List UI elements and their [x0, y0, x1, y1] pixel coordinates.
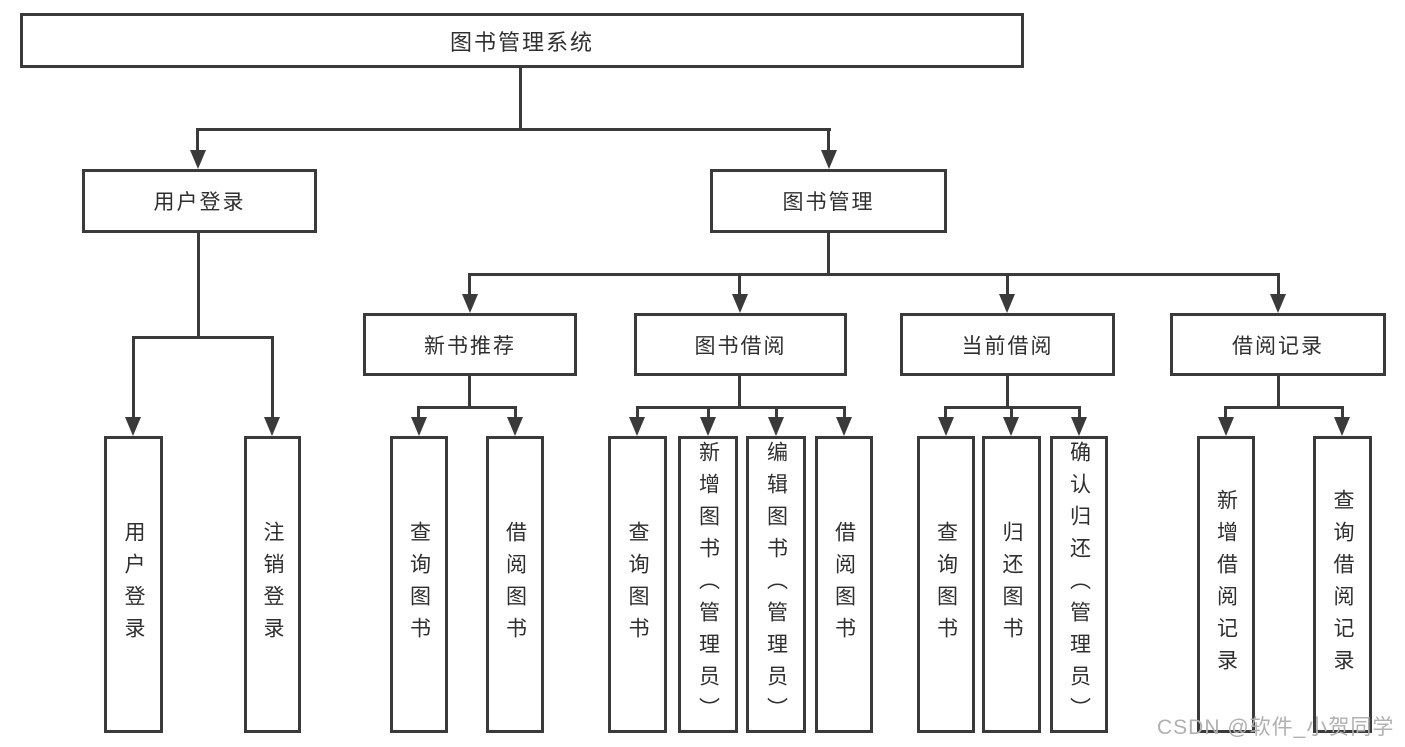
connector-line — [1341, 406, 1344, 420]
arrowhead — [732, 294, 748, 313]
connector-line — [1006, 273, 1009, 298]
leaf-add-borrow-record: 新增借阅记录 — [1197, 436, 1255, 733]
connector-line — [827, 128, 830, 154]
connector-line — [707, 406, 710, 420]
arrowhead — [264, 417, 280, 436]
connector-line — [417, 406, 420, 420]
node-label: 用户登录 — [122, 520, 145, 649]
leaf-add-book-admin: 新增图书（管理员） — [678, 436, 738, 733]
connector-line — [843, 406, 846, 420]
connector-line — [1224, 406, 1343, 409]
connector-line — [197, 233, 200, 339]
arrowhead — [938, 417, 954, 436]
node-label: 查询图书 — [626, 520, 649, 649]
node-label: 归还图书 — [1000, 520, 1023, 649]
connector-line — [944, 406, 947, 420]
leaf-query-books-recommend: 查询图书 — [390, 436, 448, 733]
csdn-watermark: CSDN @软件_小贺同学 — [1157, 716, 1395, 739]
node-label: 图书借阅 — [694, 334, 787, 358]
arrowhead — [836, 417, 852, 436]
connector-line — [636, 406, 846, 409]
node-borrow-records: 借阅记录 — [1170, 313, 1386, 376]
arrowhead — [411, 417, 427, 436]
node-new-book-recommend: 新书推荐 — [363, 313, 577, 376]
leaf-query-books-current: 查询图书 — [917, 436, 975, 733]
node-label: 新书推荐 — [424, 334, 516, 358]
connector-line — [775, 406, 778, 420]
connector-line — [827, 233, 830, 276]
arrowhead — [1270, 294, 1286, 313]
connector-line — [514, 406, 517, 420]
connector-line — [132, 336, 135, 420]
connector-line — [1078, 406, 1081, 420]
node-label: 注销登录 — [261, 520, 284, 649]
node-label: 借阅记录 — [1232, 334, 1324, 358]
node-system-root: 图书管理系统 — [20, 13, 1024, 68]
leaf-borrow-books-recommend: 借阅图书 — [486, 436, 544, 733]
connector-line — [468, 273, 1280, 276]
connector-line — [468, 376, 471, 409]
connector-line — [1277, 273, 1280, 298]
connector-line — [738, 273, 741, 298]
connector-line — [271, 336, 274, 420]
node-label: 查询图书 — [934, 520, 958, 649]
node-label: 图书管理系统 — [449, 29, 594, 55]
leaf-edit-book-admin: 编辑图书（管理员） — [746, 436, 806, 733]
connector-line — [1010, 406, 1013, 420]
node-label: 借阅图书 — [832, 520, 856, 649]
connector-line — [1224, 406, 1227, 420]
node-label: 确认归还（管理员） — [1067, 440, 1091, 729]
node-label: 查询借阅记录 — [1331, 488, 1354, 681]
node-user-login-branch: 用户登录 — [82, 169, 317, 233]
arrowhead — [507, 417, 523, 436]
node-label: 图书管理 — [782, 191, 875, 214]
node-label: 新增借阅记录 — [1214, 488, 1238, 681]
arrowhead — [1334, 417, 1350, 436]
arrowhead — [700, 417, 716, 436]
connector-line — [468, 273, 471, 298]
arrowhead — [768, 417, 784, 436]
leaf-borrow-books: 借阅图书 — [815, 436, 873, 733]
connector-line — [519, 68, 522, 130]
connector-line — [1277, 376, 1280, 409]
leaf-query-borrow-record: 查询借阅记录 — [1313, 436, 1372, 733]
arrowhead — [821, 150, 837, 169]
connector-line — [417, 406, 517, 409]
connector-line — [132, 336, 274, 339]
node-label: 编辑图书（管理员） — [764, 440, 788, 729]
arrowhead — [125, 417, 141, 436]
connector-line — [196, 128, 199, 154]
connector-line — [738, 376, 741, 409]
node-label: 当前借阅 — [961, 334, 1054, 358]
leaf-query-books-borrow: 查询图书 — [608, 436, 667, 733]
arrowhead — [999, 294, 1015, 313]
leaf-user-login: 用户登录 — [104, 436, 163, 733]
node-label: 借阅图书 — [503, 520, 527, 649]
arrowhead — [462, 294, 478, 313]
node-current-borrow: 当前借阅 — [900, 313, 1115, 376]
arrowhead — [1071, 417, 1087, 436]
arrowhead — [1003, 417, 1019, 436]
connector-line — [197, 128, 831, 131]
arrowhead — [629, 417, 645, 436]
leaf-logout: 注销登录 — [244, 436, 301, 733]
leaf-confirm-return-admin: 确认归还（管理员） — [1050, 436, 1108, 733]
node-label: 用户登录 — [153, 191, 246, 214]
arrowhead — [1218, 417, 1234, 436]
connector-line — [1006, 376, 1009, 409]
node-label: 新增图书（管理员） — [696, 440, 720, 729]
arrowhead — [190, 150, 206, 169]
node-book-management-branch: 图书管理 — [710, 169, 947, 233]
node-label: 查询图书 — [407, 520, 431, 649]
connector-line — [636, 406, 639, 420]
node-book-borrow: 图书借阅 — [634, 313, 847, 376]
leaf-return-books: 归还图书 — [982, 436, 1041, 733]
